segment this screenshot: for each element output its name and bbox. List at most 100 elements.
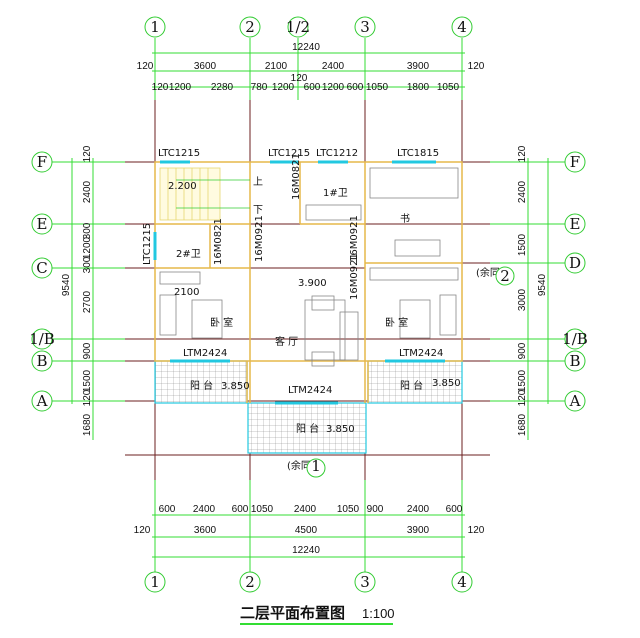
- svg-text:120: 120: [134, 525, 151, 536]
- svg-text:2700: 2700: [82, 290, 93, 313]
- svg-text:9540: 9540: [537, 273, 548, 296]
- axis-label: C: [36, 259, 47, 277]
- svg-text:2100: 2100: [265, 61, 288, 72]
- svg-text:4500: 4500: [295, 525, 318, 536]
- svg-text:1800: 1800: [407, 82, 430, 93]
- svg-text:2400: 2400: [294, 504, 317, 515]
- svg-text:2280: 2280: [211, 82, 234, 93]
- staircase: [159, 167, 250, 221]
- axis-label: B: [569, 352, 580, 370]
- bottom-dimensions: 600 2400 600 1050 2400 1050 900 2400 600…: [134, 504, 485, 556]
- left-dimensions: 9540 120 2400 300 1200 300 2700 900 1500…: [61, 145, 93, 436]
- svg-text:120: 120: [517, 389, 528, 406]
- door-label: LTM2424: [399, 348, 443, 359]
- door-label: 16M0921: [349, 253, 360, 300]
- svg-text:2400: 2400: [193, 504, 216, 515]
- windows: [153, 160, 445, 405]
- svg-text:600: 600: [159, 504, 176, 515]
- svg-text:900: 900: [82, 342, 93, 359]
- axis-label: E: [37, 215, 48, 233]
- svg-text:120: 120: [291, 73, 308, 84]
- axis-label: 3: [360, 573, 370, 591]
- axis-label: 2: [245, 18, 255, 36]
- svg-text:1200: 1200: [169, 82, 192, 93]
- dimension-lines: [52, 38, 565, 572]
- axis-label: 4: [457, 18, 467, 36]
- svg-text:1200: 1200: [272, 82, 295, 93]
- elevation-label: 3.850: [432, 378, 461, 389]
- svg-text:780: 780: [251, 82, 268, 93]
- svg-text:600: 600: [446, 504, 463, 515]
- axis-label: 1/B: [29, 330, 55, 348]
- axis-label: 3: [360, 18, 370, 36]
- svg-text:120: 120: [137, 61, 154, 72]
- svg-text:120: 120: [82, 389, 93, 406]
- window-label: LTC1215: [268, 148, 310, 159]
- door-label: 16M0921: [349, 215, 360, 262]
- room-label: 2#卫: [176, 249, 201, 260]
- svg-text:600: 600: [232, 504, 249, 515]
- window-label: LTC1215: [158, 148, 200, 159]
- svg-text:2400: 2400: [82, 180, 93, 203]
- axis-label: A: [569, 392, 581, 410]
- svg-text:2400: 2400: [322, 61, 345, 72]
- drawing-scale: 1:100: [362, 606, 395, 621]
- walls: [154, 161, 463, 403]
- axis-label: 2: [245, 573, 255, 591]
- room-label: 客 厅: [275, 335, 298, 348]
- svg-text:3600: 3600: [194, 61, 217, 72]
- top-dimensions: 12240 120 3600 2100 2400 3900 120 120 12…: [137, 42, 485, 93]
- svg-text:900: 900: [517, 342, 528, 359]
- axis-label: 1: [150, 573, 160, 591]
- svg-text:120: 120: [82, 145, 93, 162]
- axis-label: 1/B: [562, 330, 588, 348]
- elevation-label: 2.200: [168, 181, 197, 192]
- svg-text:1500: 1500: [82, 369, 93, 392]
- room-label: 阳 台: [296, 422, 319, 435]
- svg-text:2400: 2400: [517, 180, 528, 203]
- svg-text:1680: 1680: [517, 413, 528, 436]
- svg-text:3600: 3600: [194, 525, 217, 536]
- axis-label: F: [37, 153, 47, 171]
- axis-label: A: [36, 392, 48, 410]
- svg-text:1680: 1680: [82, 413, 93, 436]
- svg-text:2400: 2400: [407, 504, 430, 515]
- svg-text:120: 120: [152, 82, 169, 93]
- axis-label: D: [569, 254, 581, 272]
- axis-label: 1: [150, 18, 160, 36]
- stair-down-label: 下: [253, 205, 263, 216]
- room-label: 卧 室: [385, 316, 408, 329]
- elevation-label: 3.850: [326, 424, 355, 435]
- svg-text:1050: 1050: [366, 82, 389, 93]
- axis-bubbles: 1 2 1/2 3 4 1 2 3 4 F E C 1/B B A F E D …: [29, 16, 588, 593]
- room-label: 阳 台: [190, 379, 213, 392]
- room-label: 1#卫: [323, 188, 348, 199]
- window-label: LTC1815: [397, 148, 439, 159]
- svg-text:600: 600: [304, 82, 321, 93]
- svg-text:3000: 3000: [517, 288, 528, 311]
- drawing-title: 二层平面布置图: [240, 604, 345, 622]
- svg-text:1200: 1200: [82, 236, 93, 259]
- window-label: LTC1212: [316, 148, 358, 159]
- elevation-label: 3.900: [298, 278, 327, 289]
- svg-text:300: 300: [82, 256, 93, 273]
- right-dimensions: 9540 120 2400 1500 3000 900 1500 120 168…: [517, 145, 548, 436]
- svg-text:12240: 12240: [292, 42, 320, 53]
- svg-text:120: 120: [517, 145, 528, 162]
- svg-text:900: 900: [367, 504, 384, 515]
- svg-text:12240: 12240: [292, 545, 320, 556]
- axis-label: E: [570, 215, 581, 233]
- balcony-left: [154, 360, 248, 404]
- axis-label: F: [570, 153, 580, 171]
- furniture: [159, 167, 459, 367]
- door-label: LTM2424: [288, 385, 332, 396]
- door-label: 16M0821: [213, 218, 224, 265]
- axis-label: B: [36, 352, 47, 370]
- section-marker: 1: [311, 457, 321, 475]
- svg-text:1500: 1500: [517, 369, 528, 392]
- axis-label: 4: [457, 573, 467, 591]
- room-label: 卧 室: [210, 316, 233, 329]
- door-label: LTM2424: [183, 348, 227, 359]
- svg-text:120: 120: [468, 525, 485, 536]
- door-label: 16M0921: [254, 215, 265, 262]
